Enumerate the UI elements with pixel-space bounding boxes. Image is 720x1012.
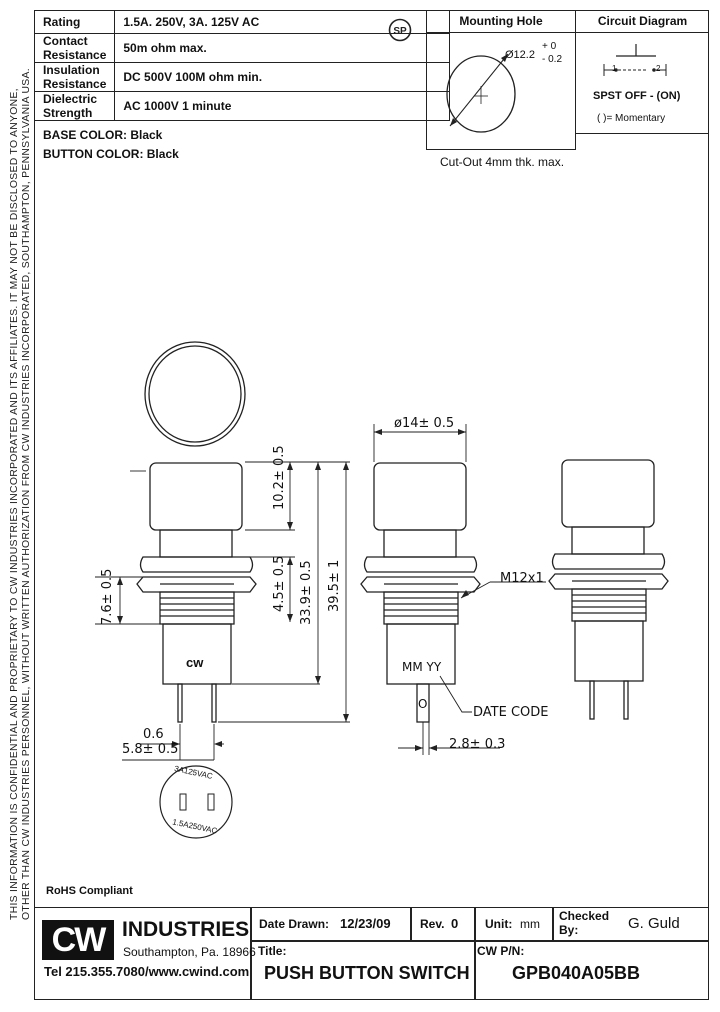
spec-value: DC 500V 100M ohm min. bbox=[114, 62, 451, 92]
spec-label: Insulation Resistance bbox=[33, 62, 116, 92]
switch-symbol-icon bbox=[603, 44, 667, 76]
rohs-label: RoHS Compliant bbox=[46, 885, 133, 897]
mounting-hole-panel bbox=[426, 10, 576, 150]
date-code-label: DATE CODE bbox=[473, 705, 549, 720]
title-divider-rev bbox=[410, 907, 412, 940]
pin-2-label: 2 bbox=[656, 64, 661, 73]
dim-bezel-height: 4.5± 0.5 bbox=[272, 555, 287, 612]
title-value: PUSH BUTTON SWITCH bbox=[264, 963, 470, 983]
company-name: INDUSTRIES bbox=[122, 918, 250, 941]
spec-value-text: 1.5A. 250V, 3A. 125V AC bbox=[123, 15, 260, 29]
title-divider-checked bbox=[552, 907, 554, 940]
date-drawn-label: Date Drawn: bbox=[259, 917, 330, 931]
unit-label: Unit: bbox=[485, 917, 513, 931]
company-logo: CW bbox=[42, 920, 114, 960]
circuit-panel bbox=[576, 10, 709, 134]
rev-value: 0 bbox=[451, 916, 459, 931]
spec-value: AC 1000V 1 minute bbox=[114, 91, 451, 121]
date-mark: MM YY bbox=[402, 660, 442, 674]
dim-thread-spec: M12x1 bbox=[500, 571, 544, 586]
mounting-diameter: Ø12.2 bbox=[505, 49, 535, 61]
company-contact: Tel 215.355.7080/www.cwind.com bbox=[44, 964, 250, 979]
certification-mark-text: SP bbox=[393, 26, 407, 37]
cutout-note: Cut-Out 4mm thk. max. bbox=[440, 155, 565, 169]
dim-terminal-width: 2.8± 0.3 bbox=[449, 737, 506, 752]
unit-value: mm bbox=[520, 917, 540, 931]
rev-label: Rev. bbox=[420, 917, 445, 931]
spec-label: Contact Resistance bbox=[33, 33, 116, 63]
mounting-tol-minus: - 0.2 bbox=[542, 54, 563, 65]
title-divider bbox=[250, 907, 252, 1000]
dim-button-diameter: ø14± 0.5 bbox=[394, 416, 455, 431]
dim-body-length: 33.9± 0.5 bbox=[299, 560, 314, 625]
terminal-mark: O bbox=[418, 697, 428, 711]
spec-label: Dielectric Strength bbox=[33, 91, 116, 121]
dim-button-height: 10.2± 0.5 bbox=[272, 445, 287, 510]
dim-overall-length: 39.5± 1 bbox=[327, 559, 342, 612]
button-color: BUTTON COLOR: Black bbox=[43, 147, 179, 161]
part-number-value: GPB040A05BB bbox=[512, 963, 641, 983]
circuit-type: SPST OFF - (ON) bbox=[593, 90, 681, 102]
title-divider-h bbox=[250, 940, 709, 942]
title-label: Title: bbox=[258, 944, 287, 958]
spec-row-insulation: Insulation Resistance DC 500V 100M ohm m… bbox=[33, 62, 451, 92]
dim-pin-spacing: 5.8± 0.5 bbox=[122, 742, 179, 757]
base-color: BASE COLOR: Black bbox=[43, 128, 163, 142]
date-drawn-value: 12/23/09 bbox=[340, 916, 391, 931]
checked-by-label: By: bbox=[559, 923, 579, 937]
body-logo: cw bbox=[186, 655, 204, 670]
title-block bbox=[34, 907, 709, 1000]
checked-label: Checked bbox=[559, 909, 610, 923]
mounting-hole-drawing bbox=[446, 53, 516, 133]
title-divider-unit bbox=[474, 907, 476, 1000]
mounting-hole-title: Mounting Hole bbox=[426, 10, 576, 33]
dim-pin-width: 0.6 bbox=[143, 727, 164, 742]
certification-mark-icon: SP bbox=[388, 16, 412, 44]
circuit-title: Circuit Diagram bbox=[576, 10, 709, 33]
pin-1-label: 1 bbox=[612, 64, 617, 73]
part-number-label: CW P/N: bbox=[477, 944, 525, 958]
checked-by-value: G. Guld bbox=[628, 915, 680, 932]
company-city: Southampton, Pa. 18966 bbox=[123, 945, 256, 959]
dim-thread-length: 7.6± 0.5 bbox=[100, 568, 115, 625]
mounting-tol-plus: + 0 bbox=[542, 41, 557, 52]
spec-row-dielectric: Dielectric Strength AC 1000V 1 minute bbox=[33, 91, 451, 121]
momentary-note: ( )= Momentary bbox=[597, 113, 666, 124]
